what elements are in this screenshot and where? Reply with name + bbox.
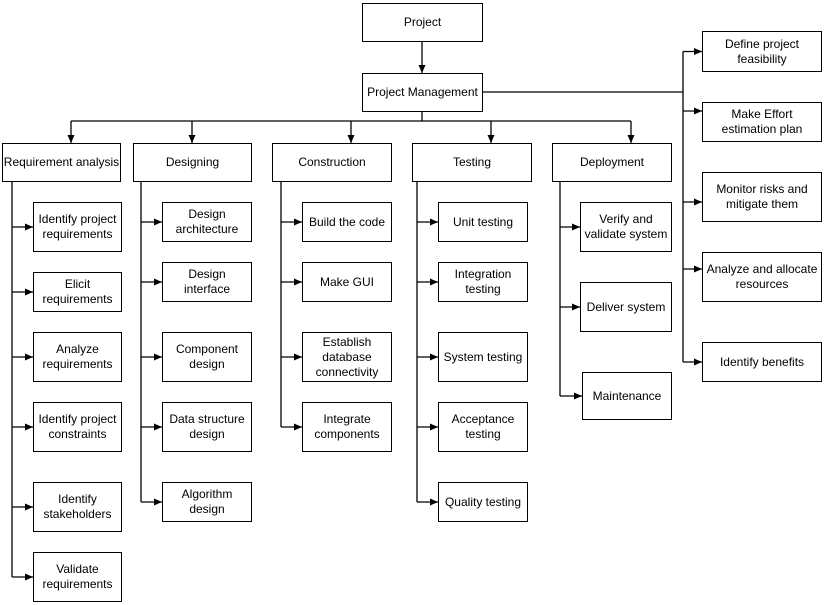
task-component-design: Component design <box>162 332 252 382</box>
task-establish-database-connectivity: Establish database connectivity <box>302 332 392 382</box>
phase-deployment: Deployment <box>552 143 672 182</box>
node-make-effort-estimation-plan: Make Effort estimation plan <box>702 102 822 142</box>
task-integrate-components: Integrate components <box>302 402 392 452</box>
node-monitor-risks-and-mitigate-them: Monitor risks and mitigate them <box>702 172 822 222</box>
task-make-gui: Make GUI <box>302 262 392 302</box>
task-maintenance: Maintenance <box>582 372 672 420</box>
phase-testing: Testing <box>412 143 532 182</box>
task-elicit-requirements: Elicit requirements <box>33 272 122 312</box>
node-project: Project <box>362 3 483 42</box>
task-identify-stakeholders: Identify stakeholders <box>33 482 122 532</box>
task-analyze-requirements: Analyze requirements <box>33 332 122 382</box>
node-project-management: Project Management <box>362 73 483 112</box>
phase-designing: Designing <box>133 143 252 182</box>
task-design-interface: Design interface <box>162 262 252 302</box>
task-unit-testing: Unit testing <box>438 202 528 242</box>
connector-arrows <box>12 42 702 581</box>
node-identify-benefits: Identify benefits <box>702 342 822 382</box>
task-quality-testing: Quality testing <box>438 482 528 522</box>
task-verify-and-validate-system: Verify and validate system <box>580 202 672 252</box>
task-deliver-system: Deliver system <box>580 282 672 332</box>
phase-requirement-analysis: Requirement analysis <box>2 143 121 182</box>
task-system-testing: System testing <box>438 332 528 382</box>
task-data-structure-design: Data structure design <box>162 402 252 452</box>
task-acceptance-testing: Acceptance testing <box>438 402 528 452</box>
node-analyze-and-allocate-resources: Analyze and allocate resources <box>702 252 822 302</box>
task-identify-project-requirements: Identify project requirements <box>33 202 122 252</box>
task-integration-testing: Integration testing <box>438 262 528 302</box>
task-identify-project-constraints: Identify project constraints <box>33 402 122 452</box>
node-define-project-feasibility: Define project feasibility <box>702 31 822 72</box>
task-algorithm-design: Algorithm design <box>162 482 252 522</box>
task-design-architecture: Design architecture <box>162 202 252 242</box>
task-build-the-code: Build the code <box>302 202 392 242</box>
phase-construction: Construction <box>272 143 392 182</box>
task-validate-requirements: Validate requirements <box>33 552 122 602</box>
